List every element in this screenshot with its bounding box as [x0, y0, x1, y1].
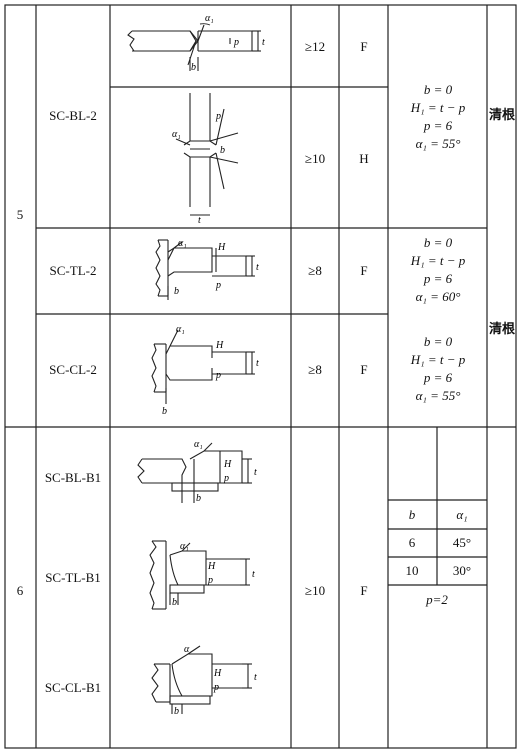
joint-code-sc-tl-b1: SC-TL-B1: [45, 570, 101, 585]
joint-code-sc-bl-b1: SC-BL-B1: [44, 470, 102, 485]
weld-position: F: [360, 583, 368, 598]
t-label: t: [254, 467, 257, 478]
joint-code-sc-tl-2: SC-TL-2: [49, 263, 97, 278]
weld-position: F: [360, 362, 368, 377]
param-line: p = 6: [423, 271, 453, 286]
thickness-value: ≥10: [304, 151, 326, 166]
groove-sketch-bl-b1: α₁ H p t b: [137, 439, 257, 504]
t-label: t: [256, 262, 259, 273]
thickness-value: ≥8: [308, 362, 322, 377]
param-line: b = 0: [423, 82, 453, 97]
t-label: t: [254, 672, 257, 683]
alpha-label: α₁: [176, 324, 185, 335]
h-label: H: [217, 242, 226, 253]
param-line: p = 6: [423, 118, 453, 133]
h-label: H: [215, 340, 224, 351]
p-label: p: [213, 682, 219, 693]
alpha-label: α₁: [194, 439, 203, 450]
thickness-value: ≥8: [308, 263, 322, 278]
joint-code-sc-bl-2: SC-BL-2: [49, 108, 97, 123]
param-line: H₁ = t − p: [410, 100, 466, 115]
p-label: p: [223, 473, 229, 484]
param-line: H₁ = t − p: [410, 352, 466, 367]
thickness-value: ≥12: [304, 39, 326, 54]
t-label: t: [198, 215, 201, 226]
inner-cell: 30°: [452, 563, 472, 578]
groove-sketch-bl-2-horizontal: α₁ p b t: [172, 93, 239, 226]
groove-sketch-cl-2: α₁ H p t b: [151, 324, 259, 417]
inner-header-b: b: [408, 507, 416, 522]
joint-code-sc-cl-2: SC-CL-2: [49, 362, 97, 377]
h-label: H: [207, 561, 216, 572]
h-label: H: [213, 668, 222, 679]
param-line: α₁ = 60°: [415, 289, 461, 304]
b-label: b: [162, 406, 167, 417]
b-label: b: [220, 145, 225, 156]
joint-code-sc-cl-b1: SC-CL-B1: [44, 680, 102, 695]
groove-sketch-cl-b1: α H p t b: [151, 644, 257, 717]
t-label: t: [252, 569, 255, 580]
param-line: p = 6: [423, 370, 453, 385]
p-label: p: [215, 111, 221, 122]
b-label: b: [172, 597, 177, 608]
alpha-label: α: [184, 644, 190, 655]
p-label: p: [215, 370, 221, 381]
weld-position: H: [359, 151, 369, 166]
alpha-label: α₁: [205, 13, 214, 24]
t-label: t: [262, 37, 265, 48]
param-line: b = 0: [423, 235, 453, 250]
param-line: α₁ = 55°: [415, 388, 461, 403]
alpha-label: α₁: [172, 129, 181, 140]
param-line: α₁ = 55°: [415, 136, 461, 151]
row-number-6: 6: [16, 583, 24, 598]
groove-sketch-tl-b1: α₁ H p t b: [149, 540, 255, 610]
inner-cell: 6: [408, 535, 416, 550]
thickness-value: ≥10: [304, 583, 326, 598]
inner-cell: 10: [405, 563, 419, 578]
b-label: b: [174, 706, 179, 717]
t-label: t: [256, 358, 259, 369]
groove-params-bl-2: b = 0 H₁ = t − p p = 6 α₁ = 55°: [378, 81, 498, 153]
row-number-5: 5: [16, 207, 24, 222]
weld-position: F: [360, 263, 368, 278]
groove-sketch-bl-2-flat: α₁ p t b: [127, 13, 265, 73]
weld-position: F: [360, 39, 368, 54]
remark-back-gouge: 清根: [488, 108, 516, 123]
inner-note: p=2: [426, 592, 448, 607]
param-line: H₁ = t − p: [410, 253, 466, 268]
param-line: b = 0: [423, 334, 453, 349]
h-label: H: [223, 459, 232, 470]
b-label: b: [174, 286, 179, 297]
b-label: b: [191, 62, 196, 73]
groove-params-cl-2: b = 0 H₁ = t − p p = 6 α₁ = 55°: [378, 333, 498, 405]
alpha-label: α₁: [178, 238, 187, 249]
alpha-label: α₁: [180, 541, 189, 552]
p-label: p: [215, 280, 221, 291]
groove-params-tl-2: b = 0 H₁ = t − p p = 6 α₁ = 60°: [378, 234, 498, 306]
p-label: p: [207, 575, 213, 586]
b-label: b: [196, 493, 201, 504]
p-label: p: [233, 37, 239, 48]
inner-cell: 45°: [452, 535, 472, 550]
inner-header-alpha: α₁: [456, 507, 468, 522]
remark-back-gouge: 清根: [488, 322, 516, 337]
groove-sketch-tl-2: α₁ H p t b: [155, 238, 259, 300]
